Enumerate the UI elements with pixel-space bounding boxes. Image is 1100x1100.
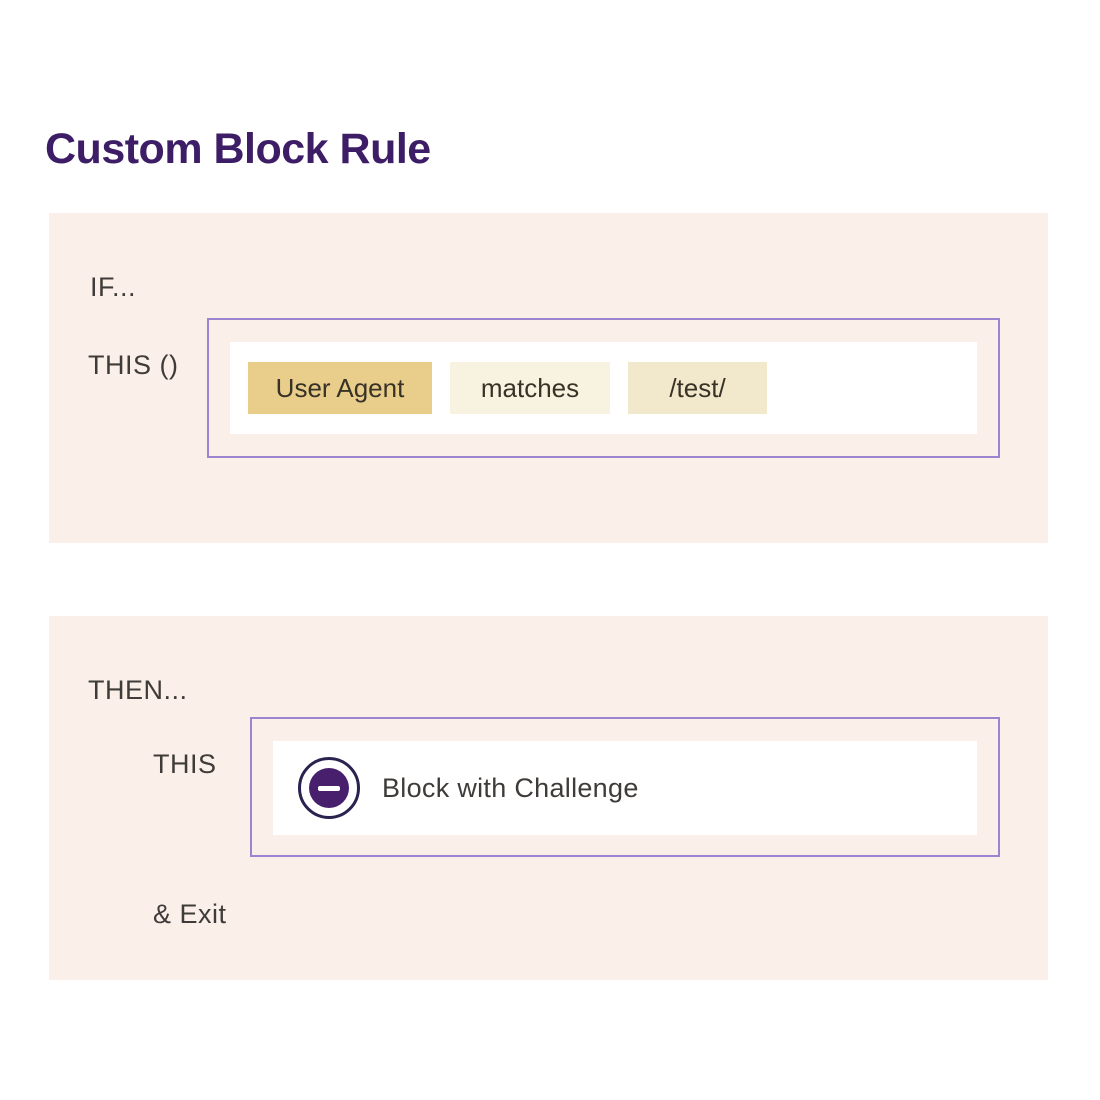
if-this-label: THIS () [88, 350, 179, 380]
block-minus-icon [298, 757, 360, 819]
exit-label: & Exit [153, 899, 227, 929]
then-keyword-label: THEN... [88, 675, 188, 705]
then-panel: THEN... THIS Block with Challenge & Exit [49, 616, 1048, 980]
then-action-row[interactable]: Block with Challenge [273, 741, 977, 835]
action-label: Block with Challenge [382, 772, 639, 803]
if-keyword-label: IF... [90, 272, 137, 302]
if-panel: IF... THIS () User Agent matches /test/ [49, 213, 1048, 543]
if-condition-box: User Agent matches /test/ [207, 318, 1000, 458]
then-action-box: Block with Challenge [250, 717, 1000, 857]
if-condition-row: User Agent matches /test/ [230, 342, 977, 434]
then-this-label: THIS [153, 749, 217, 779]
condition-value-token[interactable]: /test/ [628, 362, 767, 414]
page-title: Custom Block Rule [45, 125, 431, 173]
minus-bar [318, 785, 340, 791]
condition-operator-token[interactable]: matches [450, 362, 610, 414]
block-minus-icon-core [309, 768, 349, 808]
condition-field-token[interactable]: User Agent [248, 362, 432, 414]
